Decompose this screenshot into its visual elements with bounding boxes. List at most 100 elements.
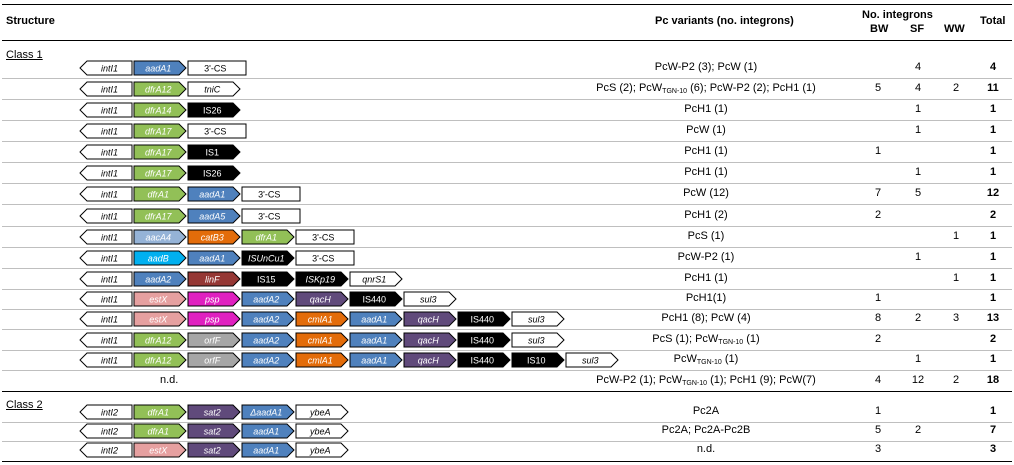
gene-label: IS1 bbox=[205, 148, 219, 158]
row-separator bbox=[2, 350, 1012, 351]
gene-label: aadA2 bbox=[253, 336, 279, 346]
pc-variants-cell: PcS (2); PcWTGN-10 (6); PcW-P2 (2); PcH1… bbox=[596, 82, 816, 95]
pc-variants-cell: n.d. bbox=[696, 443, 716, 455]
gene-cassette: orfF bbox=[187, 332, 241, 348]
gene-label: IS440 bbox=[470, 336, 494, 346]
gene-cassette: aadB bbox=[133, 250, 187, 266]
gene-cassette: intI2 bbox=[79, 442, 133, 458]
sf-count-cell: 4 bbox=[914, 82, 922, 94]
gene-label: aadA2 bbox=[253, 356, 279, 366]
gene-cassette: intI1 bbox=[79, 291, 133, 307]
pc-variants-cell: PcH1 (1) bbox=[684, 145, 728, 157]
gene-cassette: intI1 bbox=[79, 271, 133, 287]
bw-count-cell: 1 bbox=[874, 292, 882, 304]
gene-label: sat2 bbox=[204, 408, 221, 418]
ww-count-cell bbox=[944, 404, 968, 419]
gene-label: catB3 bbox=[201, 233, 224, 243]
gene-cassette: qnrS1 bbox=[349, 271, 403, 287]
total-header: Total bbox=[980, 15, 1006, 27]
gene-cassette: dfrA1 bbox=[133, 423, 187, 439]
gene-cassette: IS15 bbox=[241, 271, 295, 287]
ww-count-cell bbox=[944, 442, 968, 457]
sf-count-cell: 12 bbox=[911, 374, 925, 386]
gene-label: qacH bbox=[418, 315, 440, 325]
gene-label: intI1 bbox=[101, 254, 118, 264]
gene-label: aadA1 bbox=[253, 446, 279, 456]
gene-cassette: IS26 bbox=[187, 165, 241, 181]
sf-header: SF bbox=[910, 23, 925, 35]
gene-label: aadA1 bbox=[361, 336, 387, 346]
row-separator bbox=[2, 120, 1012, 121]
ww-count-cell bbox=[944, 165, 968, 180]
pc-variants-cell: PcH1 (1) bbox=[684, 166, 728, 178]
total-count-cell: 2 bbox=[989, 209, 997, 221]
gene-label: ybeA bbox=[309, 427, 331, 437]
gene-label: aadA2 bbox=[253, 295, 279, 305]
total-count-cell: 7 bbox=[989, 424, 997, 436]
gene-cassette: intI1 bbox=[79, 165, 133, 181]
sf-count-cell: 1 bbox=[914, 103, 922, 115]
gene-cassette: estX bbox=[133, 311, 187, 327]
ww-count-cell bbox=[944, 186, 968, 201]
gene-cassette: aadA2 bbox=[241, 291, 295, 307]
gene-label: intI1 bbox=[101, 190, 118, 200]
gene-cassette: aadA1 bbox=[349, 352, 403, 368]
gene-cassette: intI1 bbox=[79, 123, 133, 139]
row-separator bbox=[2, 289, 1012, 290]
sf-count-cell bbox=[906, 404, 930, 419]
gene-cassette: IS440 bbox=[457, 311, 511, 327]
gene-cassette: linF bbox=[187, 271, 241, 287]
total-count-cell: 1 bbox=[989, 405, 997, 417]
gene-label: ΔaadA1 bbox=[249, 408, 282, 418]
ww-count-cell bbox=[944, 60, 968, 75]
total-count-cell: 3 bbox=[989, 443, 997, 455]
gene-cassette: aadA1 bbox=[187, 186, 241, 202]
gene-label: 3'-CS bbox=[312, 254, 334, 264]
gene-cassette: 3'-CS bbox=[241, 208, 301, 224]
bw-count-cell: 2 bbox=[874, 333, 882, 345]
top-rule bbox=[2, 4, 1012, 5]
total-count-cell: 11 bbox=[987, 82, 999, 94]
gene-cassette: intI1 bbox=[79, 250, 133, 266]
sf-count-cell: 2 bbox=[914, 312, 922, 324]
gene-cassette: dfrA17 bbox=[133, 165, 187, 181]
gene-cassette: intI1 bbox=[79, 229, 133, 245]
gene-cassette: psp bbox=[187, 311, 241, 327]
gene-label: tniC bbox=[204, 85, 221, 95]
row-separator bbox=[2, 78, 1012, 79]
gene-cassette: IS440 bbox=[349, 291, 403, 307]
table-row: n.d.PcW-P2 (1); PcWTGN-10 (1); PcH1 (9);… bbox=[0, 373, 1014, 392]
gene-cassette: catB3 bbox=[187, 229, 241, 245]
total-count-cell: 1 bbox=[989, 166, 997, 178]
gene-label: aadA2 bbox=[145, 275, 171, 285]
row-separator bbox=[2, 226, 1012, 227]
gene-label: aacA4 bbox=[145, 233, 171, 243]
gene-cassette: aadA1 bbox=[241, 423, 295, 439]
gene-cassette: IS1 bbox=[187, 144, 241, 160]
ww-count-cell: 3 bbox=[952, 312, 960, 324]
gene-cassette: qacH bbox=[403, 332, 457, 348]
gene-label: sul3 bbox=[420, 295, 437, 305]
gene-label: orfF bbox=[204, 336, 221, 346]
gene-cassette: intI2 bbox=[79, 404, 133, 420]
gene-cassette: qacH bbox=[403, 311, 457, 327]
gene-label: aadA1 bbox=[145, 64, 171, 74]
total-count-cell: 1 bbox=[989, 230, 997, 242]
sf-count-cell: 1 bbox=[914, 166, 922, 178]
gene-label: orfF bbox=[204, 356, 221, 366]
gene-label: intI2 bbox=[101, 446, 118, 456]
row-separator bbox=[2, 247, 1012, 248]
gene-label: intI1 bbox=[101, 148, 118, 158]
total-count-cell: 13 bbox=[986, 312, 1000, 324]
pc-variants-cell: PcH1 (2) bbox=[684, 209, 728, 221]
